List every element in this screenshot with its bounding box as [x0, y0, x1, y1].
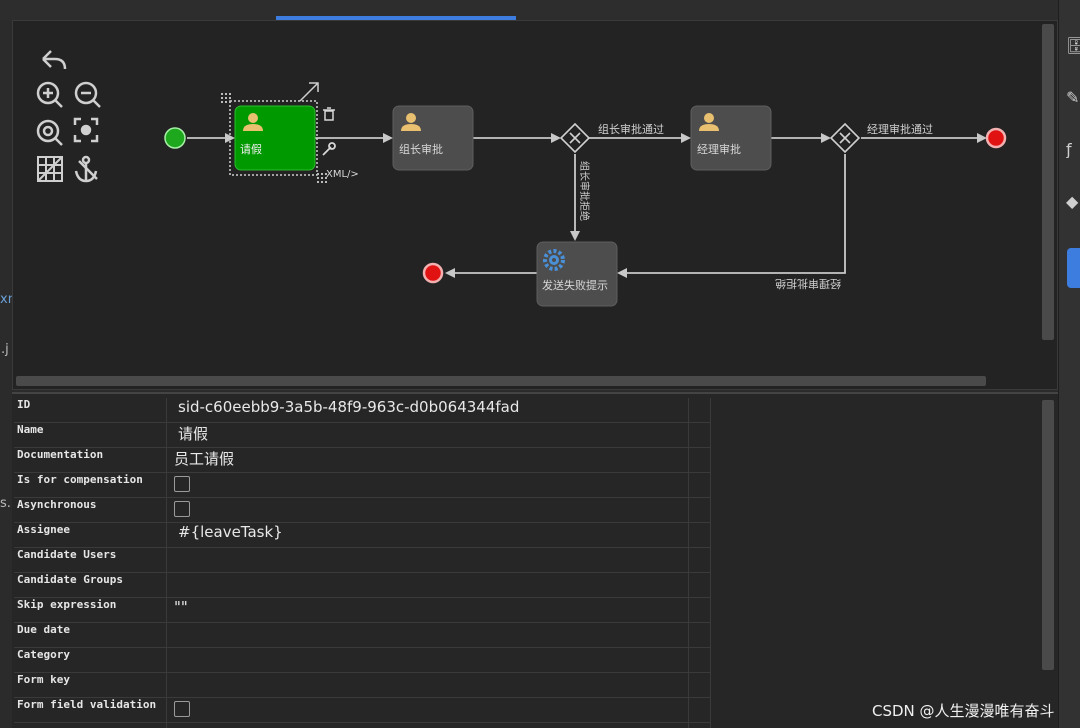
delete-icon[interactable]	[323, 107, 335, 121]
flow-label-manager-reject: 经理审批拒绝	[775, 277, 841, 291]
property-name: Form field validation	[17, 698, 157, 711]
property-name: Documentation	[17, 448, 104, 461]
active-tab-indicator	[276, 16, 516, 20]
connect-arrow-icon[interactable]	[299, 82, 319, 102]
diamond-icon[interactable]: ◆	[1066, 192, 1079, 210]
property-name: Candidate Users	[17, 548, 117, 561]
task-manager-label: 经理审批	[697, 142, 741, 156]
anchor-icon[interactable]	[74, 155, 98, 183]
property-checkbox[interactable]	[174, 501, 190, 517]
flow-label-leader-reject: 组长审批拒绝	[578, 161, 591, 221]
property-row: Category	[14, 648, 710, 673]
start-event[interactable]	[164, 127, 186, 149]
zoom-out-icon[interactable]	[74, 81, 101, 108]
property-value[interactable]: 员工请假	[174, 450, 235, 468]
user-task-icon	[401, 113, 421, 131]
column-divider	[710, 398, 711, 728]
property-row: Assignee #{leaveTask}	[14, 523, 710, 548]
bpmn-canvas[interactable]: 组长审批通过 经理审批通过 组长审批拒绝 经理审批拒绝 请假 XML/> 组长审…	[12, 20, 1058, 390]
property-name: Category	[17, 648, 70, 661]
property-name: Due date	[17, 623, 70, 636]
resize-handle-icon[interactable]	[315, 173, 327, 185]
property-row: Candidate Groups	[14, 573, 710, 598]
undo-icon[interactable]	[42, 50, 67, 70]
property-name: Form key	[17, 673, 70, 686]
property-row: Is for compensation	[14, 473, 710, 498]
selection-box	[229, 100, 318, 176]
property-name: Candidate Groups	[17, 573, 123, 586]
gutter-text-1: xn	[0, 292, 16, 307]
canvas-vertical-scrollbar[interactable]	[1042, 24, 1054, 340]
watermark: CSDN @人生漫漫唯有奋斗	[872, 700, 1055, 721]
user-task-icon	[243, 113, 263, 131]
column-divider	[166, 398, 167, 728]
property-row: Documentation 员工请假	[14, 448, 710, 473]
property-row: Form key	[14, 673, 710, 698]
column-divider	[688, 398, 689, 728]
end-event-2[interactable]	[422, 262, 444, 284]
user-task-icon	[699, 113, 719, 131]
property-row: Form field validation	[14, 698, 710, 723]
left-gutter	[0, 20, 12, 728]
property-row: Name 请假	[14, 423, 710, 448]
zoom-actual-icon[interactable]	[36, 119, 63, 146]
flow-label-manager-pass: 经理审批通过	[867, 122, 933, 136]
property-name: Skip expression	[17, 598, 117, 611]
editor-tab-strip	[0, 0, 1058, 20]
task-leave-label: 请假	[240, 142, 262, 156]
zoom-in-icon[interactable]	[36, 81, 63, 108]
task-leader-label: 组长审批	[399, 142, 443, 156]
exclusive-gateway-1[interactable]	[559, 122, 591, 154]
task-leader[interactable]	[392, 105, 474, 171]
property-value[interactable]: 请假	[178, 425, 209, 443]
selection-handle-icon[interactable]	[221, 91, 233, 103]
property-row: Skip expression ""	[14, 598, 710, 623]
task-leave[interactable]	[234, 105, 316, 171]
property-checkbox[interactable]	[174, 701, 190, 717]
property-name: ID	[17, 398, 31, 411]
pen-icon[interactable]: ✎	[1066, 88, 1080, 106]
sequence-flows	[187, 133, 987, 278]
flow-manager-reject[interactable]	[617, 154, 846, 278]
zoom-fit-icon[interactable]	[73, 117, 99, 143]
property-row: Candidate Users	[14, 548, 710, 573]
end-event-1[interactable]	[985, 127, 1007, 149]
canvas-horizontal-scrollbar[interactable]	[16, 376, 986, 386]
function-icon[interactable]: ƒ	[1066, 140, 1072, 158]
property-row: Due date	[14, 623, 710, 648]
xml-label[interactable]: XML/>	[326, 169, 359, 180]
property-name: Asynchronous	[17, 498, 97, 511]
database-icon[interactable]: 🗄	[1066, 36, 1080, 54]
right-tool-strip	[1058, 0, 1080, 728]
property-row: ID sid-c60eebb9-3a5b-48f9-963c-d0b064344f…	[14, 398, 710, 423]
property-checkbox[interactable]	[174, 476, 190, 492]
property-value[interactable]: #{leaveTask}	[178, 523, 283, 541]
flow-label-leader-pass: 组长审批通过	[598, 122, 664, 136]
watermark-author: 人生漫漫唯有奋斗	[934, 702, 1055, 720]
gear-icon	[543, 249, 565, 271]
task-send-fail-label: 发送失败提示	[542, 278, 608, 292]
active-tool-button[interactable]	[1067, 248, 1080, 288]
property-name: Assignee	[17, 523, 70, 536]
property-value[interactable]: sid-c60eebb9-3a5b-48f9-963c-d0b064344fad	[178, 398, 520, 416]
properties-scrollbar[interactable]	[1042, 400, 1054, 670]
grid-icon[interactable]	[37, 156, 63, 182]
property-row: Asynchronous	[14, 498, 710, 523]
watermark-csdn: CSDN @	[872, 702, 935, 720]
wrench-icon[interactable]	[322, 142, 336, 156]
bpmn-diagram[interactable]: 组长审批通过 经理审批通过 组长审批拒绝 经理审批拒绝 请假 XML/> 组长审…	[13, 21, 1057, 389]
gutter-text-2: .j	[1, 342, 9, 357]
property-name: Name	[17, 423, 44, 436]
property-name: Is for compensation	[17, 473, 143, 486]
gutter-text-3: s.	[0, 496, 11, 511]
task-manager[interactable]	[690, 105, 772, 171]
exclusive-gateway-2[interactable]	[829, 122, 861, 154]
property-value[interactable]: ""	[174, 598, 188, 616]
